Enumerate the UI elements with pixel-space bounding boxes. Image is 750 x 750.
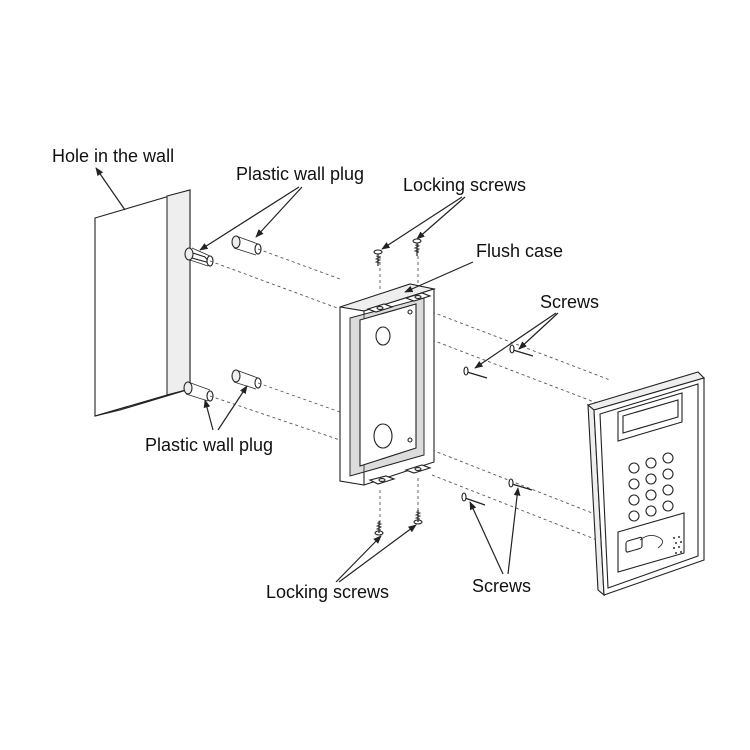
plastic-wall-plug-bottom-left [183, 381, 214, 402]
label-flush-case: Flush case [476, 241, 563, 261]
locking-screw-top-right [412, 238, 422, 256]
label-locking-screws-bottom: Locking screws [266, 582, 389, 602]
leader-arrows [95, 167, 559, 583]
locking-screw-top-left [373, 249, 383, 266]
card-reader-area [617, 512, 685, 573]
keypad-buttons [628, 452, 674, 522]
screw-right-lower-1 [461, 492, 486, 506]
wall-hole-graphic [94, 189, 191, 417]
label-screws-right: Screws [540, 292, 599, 312]
screw-right-upper-2 [509, 344, 534, 357]
plastic-wall-plug-top-right [231, 235, 262, 256]
label-plastic-wall-plug-top: Plastic wall plug [236, 164, 364, 184]
locking-screw-bottom-right [413, 510, 423, 525]
speaker-grille [673, 536, 682, 554]
flush-case-graphic [339, 283, 437, 486]
label-locking-screws-top: Locking screws [403, 175, 526, 195]
label-plastic-wall-plug-bottom: Plastic wall plug [145, 435, 273, 455]
locking-screw-bottom-left [374, 521, 384, 536]
keypad-panel-device [586, 371, 706, 597]
label-screws-bottom: Screws [472, 576, 531, 596]
screw-right-lower-2 [508, 478, 533, 491]
label-hole-in-wall: Hole in the wall [52, 146, 174, 166]
screw-right-upper-1 [463, 366, 488, 379]
